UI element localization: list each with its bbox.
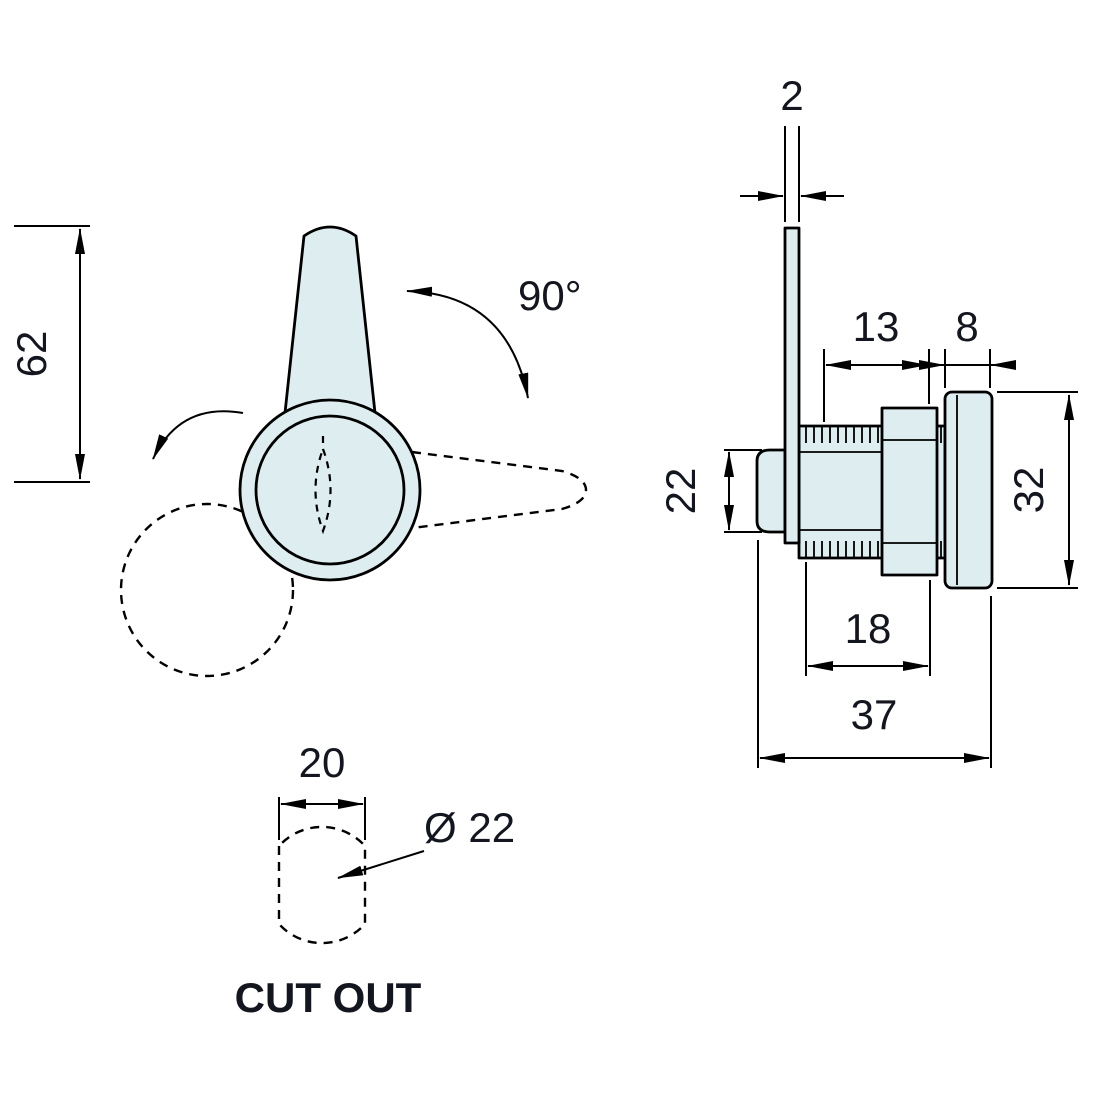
side-view: 2 13 8 22 32 xyxy=(657,72,1078,768)
thread-hatching xyxy=(805,427,942,557)
cutout-width-label: 20 xyxy=(299,739,346,786)
dimension-head-diameter: 32 xyxy=(997,391,1078,589)
head-bezel xyxy=(943,390,994,590)
head-diameter-label: 32 xyxy=(1005,467,1052,514)
cam-thickness-label: 2 xyxy=(780,72,803,119)
cam-plate xyxy=(783,226,801,545)
grip-length-label: 13 xyxy=(853,303,900,350)
rotation-angle-label: 90° xyxy=(518,272,582,319)
cutout-view: 20 Ø 22 CUT OUT xyxy=(235,739,515,1021)
cutout-diameter-label: Ø 22 xyxy=(424,804,515,851)
rotation-direction-arrow xyxy=(152,410,244,460)
hex-nut xyxy=(880,406,939,577)
dimension-body-diameter: 22 xyxy=(657,449,762,533)
front-view: 90° 62 xyxy=(8,225,588,678)
dimension-cam-thickness: 2 xyxy=(740,72,844,222)
dimension-head-depth: 8 xyxy=(919,303,1016,388)
knob-inner-circle xyxy=(254,414,406,566)
dimension-handle-length: 62 xyxy=(8,225,90,483)
dimension-grip-length: 13 xyxy=(823,303,930,422)
rotation-path-dashed-circle xyxy=(119,502,295,678)
callout-cutout-diameter: Ø 22 xyxy=(337,804,515,879)
dimension-cutout-width: 20 xyxy=(278,739,366,840)
cutout-caption: CUT OUT xyxy=(235,974,422,1021)
handle-length-label: 62 xyxy=(8,331,55,378)
keyway-dashed-outline xyxy=(314,445,332,535)
dimension-overall-length: 37 xyxy=(757,540,992,768)
thread-length-label: 18 xyxy=(845,605,892,652)
head-depth-label: 8 xyxy=(955,303,978,350)
rotated-wing-dashed-outline xyxy=(411,450,588,530)
dimension-thread-length: 18 xyxy=(805,562,931,676)
cutout-dashed-outline xyxy=(277,825,367,945)
rotation-angle-arc xyxy=(406,286,529,399)
cam-follower-cylinder xyxy=(755,448,787,534)
overall-length-label: 37 xyxy=(851,691,898,738)
body-diameter-label: 22 xyxy=(657,468,704,515)
